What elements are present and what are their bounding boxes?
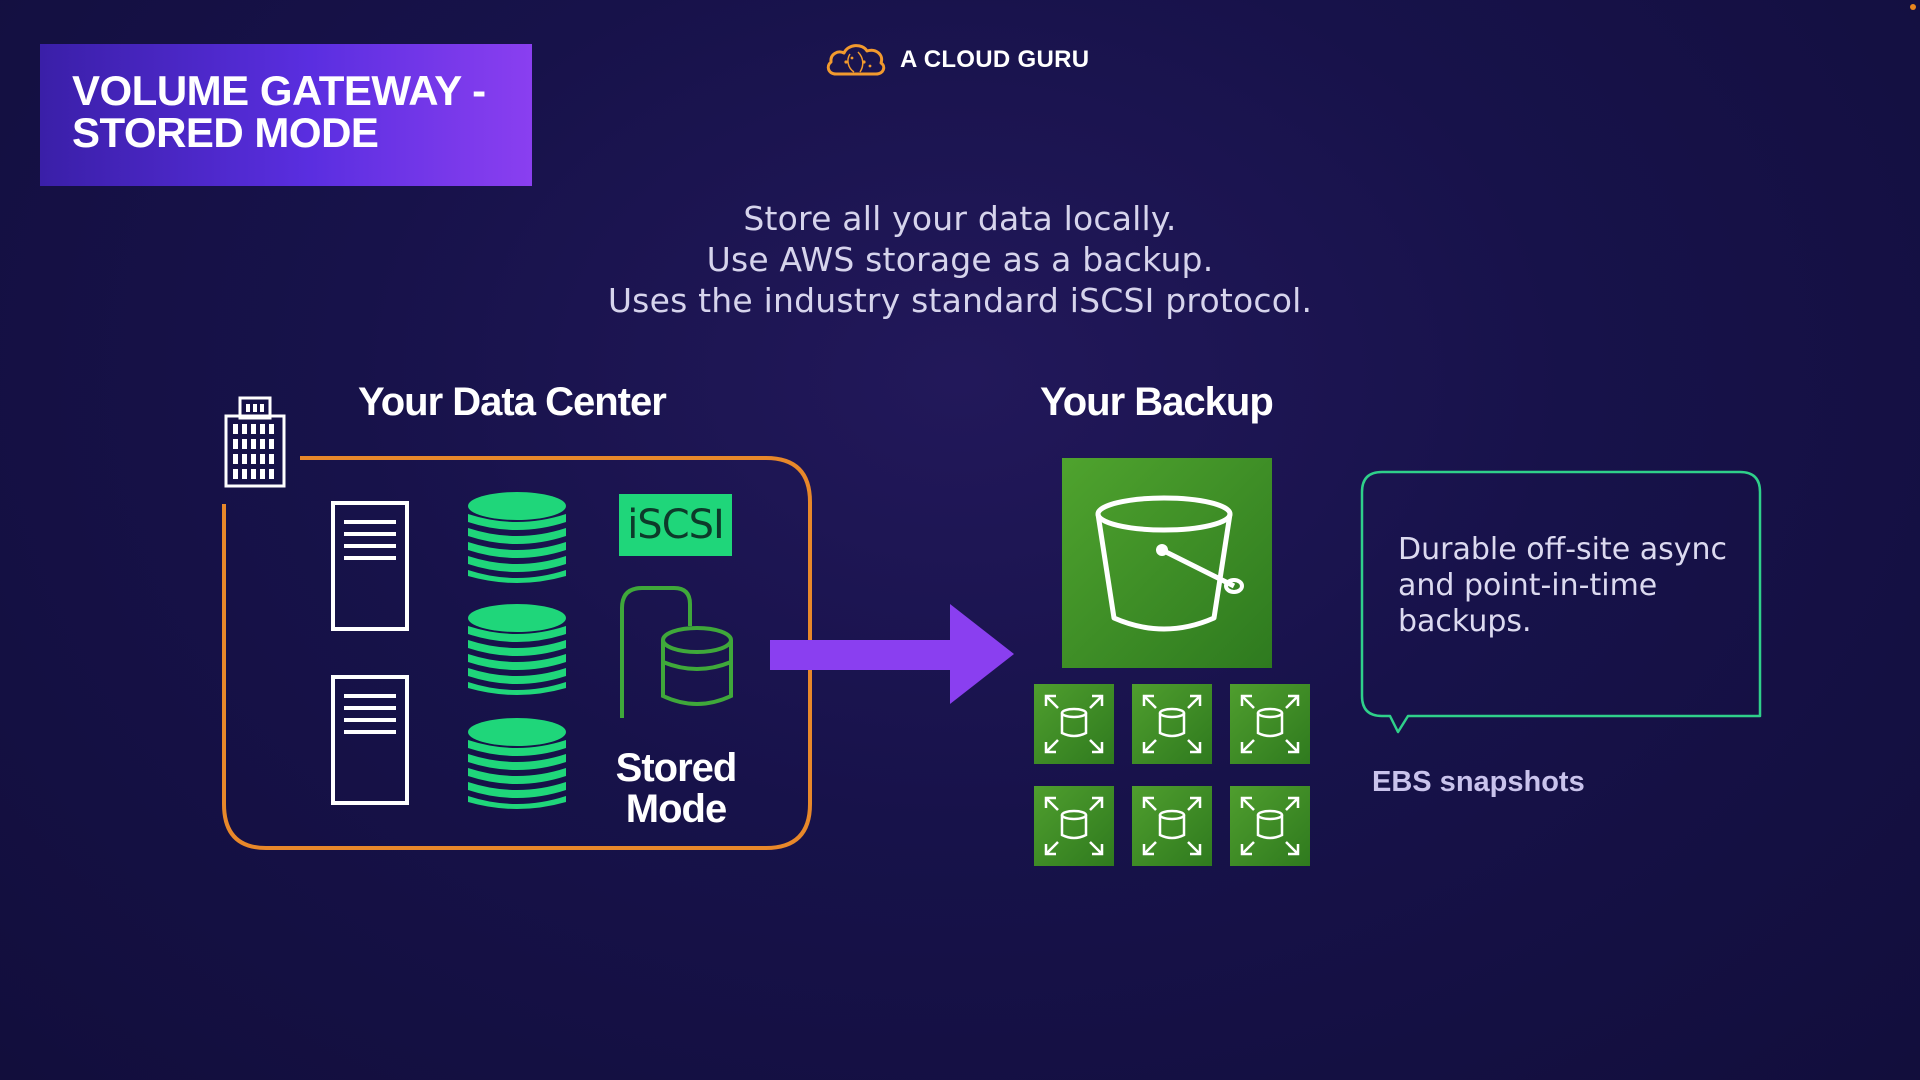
s3-bucket-tile — [1062, 458, 1272, 668]
ebs-snapshot-icon — [1142, 796, 1202, 856]
corner-indicator-dot — [1910, 4, 1916, 10]
tagline-line-2: Use AWS storage as a backup. — [706, 240, 1214, 279]
tagline: Store all your data locally. Use AWS sto… — [560, 198, 1360, 321]
s3-bucket-icon — [1095, 495, 1244, 632]
cloud-logo-icon — [826, 44, 886, 76]
ebs-snapshot — [1230, 684, 1310, 764]
callout-text: Durable off-site async and point-in-time… — [1398, 532, 1738, 640]
ebs-snapshots-label: EBS snapshots — [1372, 766, 1585, 798]
backup-heading: Your Backup — [1040, 380, 1274, 424]
stored-mode-line-2: Mode — [625, 787, 727, 831]
iscsi-badge: iSCSI — [619, 494, 732, 556]
ebs-snapshot-icon — [1240, 796, 1300, 856]
callout-line-3: backups. — [1398, 604, 1532, 639]
ebs-snapshot-icon — [1044, 796, 1104, 856]
stored-volume-icon — [620, 586, 733, 718]
ebs-snapshot — [1132, 684, 1212, 764]
tagline-line-1: Store all your data locally. — [743, 199, 1177, 238]
office-building-icon — [224, 396, 286, 488]
server-icon — [331, 675, 409, 805]
slide-title: VOLUME GATEWAY - STORED MODE — [40, 44, 532, 186]
ebs-snapshot — [1034, 684, 1114, 764]
ebs-snapshot — [1132, 786, 1212, 866]
stored-mode-line-1: Stored — [615, 746, 738, 790]
ebs-snapshot-icon — [1044, 694, 1104, 754]
disk-stack-icon — [468, 604, 566, 695]
ebs-snapshot-icon — [1240, 694, 1300, 754]
ebs-snapshot — [1034, 786, 1114, 866]
disk-stack-icon — [468, 492, 566, 583]
callout-bubble — [1360, 470, 1762, 734]
data-center-border — [222, 456, 812, 850]
tagline-line-3: Uses the industry standard iSCSI protoco… — [607, 281, 1313, 320]
stored-mode-label: Stored Mode — [600, 748, 752, 830]
callout-line-1: Durable off-site async — [1398, 532, 1728, 567]
brand-logo: A CLOUD GURU — [824, 40, 1089, 80]
ebs-snapshot-icon — [1142, 694, 1202, 754]
server-icon — [331, 501, 409, 631]
brand-name: A CLOUD GURU — [900, 46, 1090, 73]
disk-stack-icon — [468, 718, 566, 809]
title-line-1: VOLUME GATEWAY - — [72, 67, 486, 114]
arrow-right-icon — [770, 604, 1014, 704]
title-line-2: STORED MODE — [72, 109, 379, 156]
data-center-heading: Your Data Center — [358, 380, 667, 424]
ebs-snapshot — [1230, 786, 1310, 866]
callout-line-2: and point-in-time — [1398, 568, 1658, 603]
